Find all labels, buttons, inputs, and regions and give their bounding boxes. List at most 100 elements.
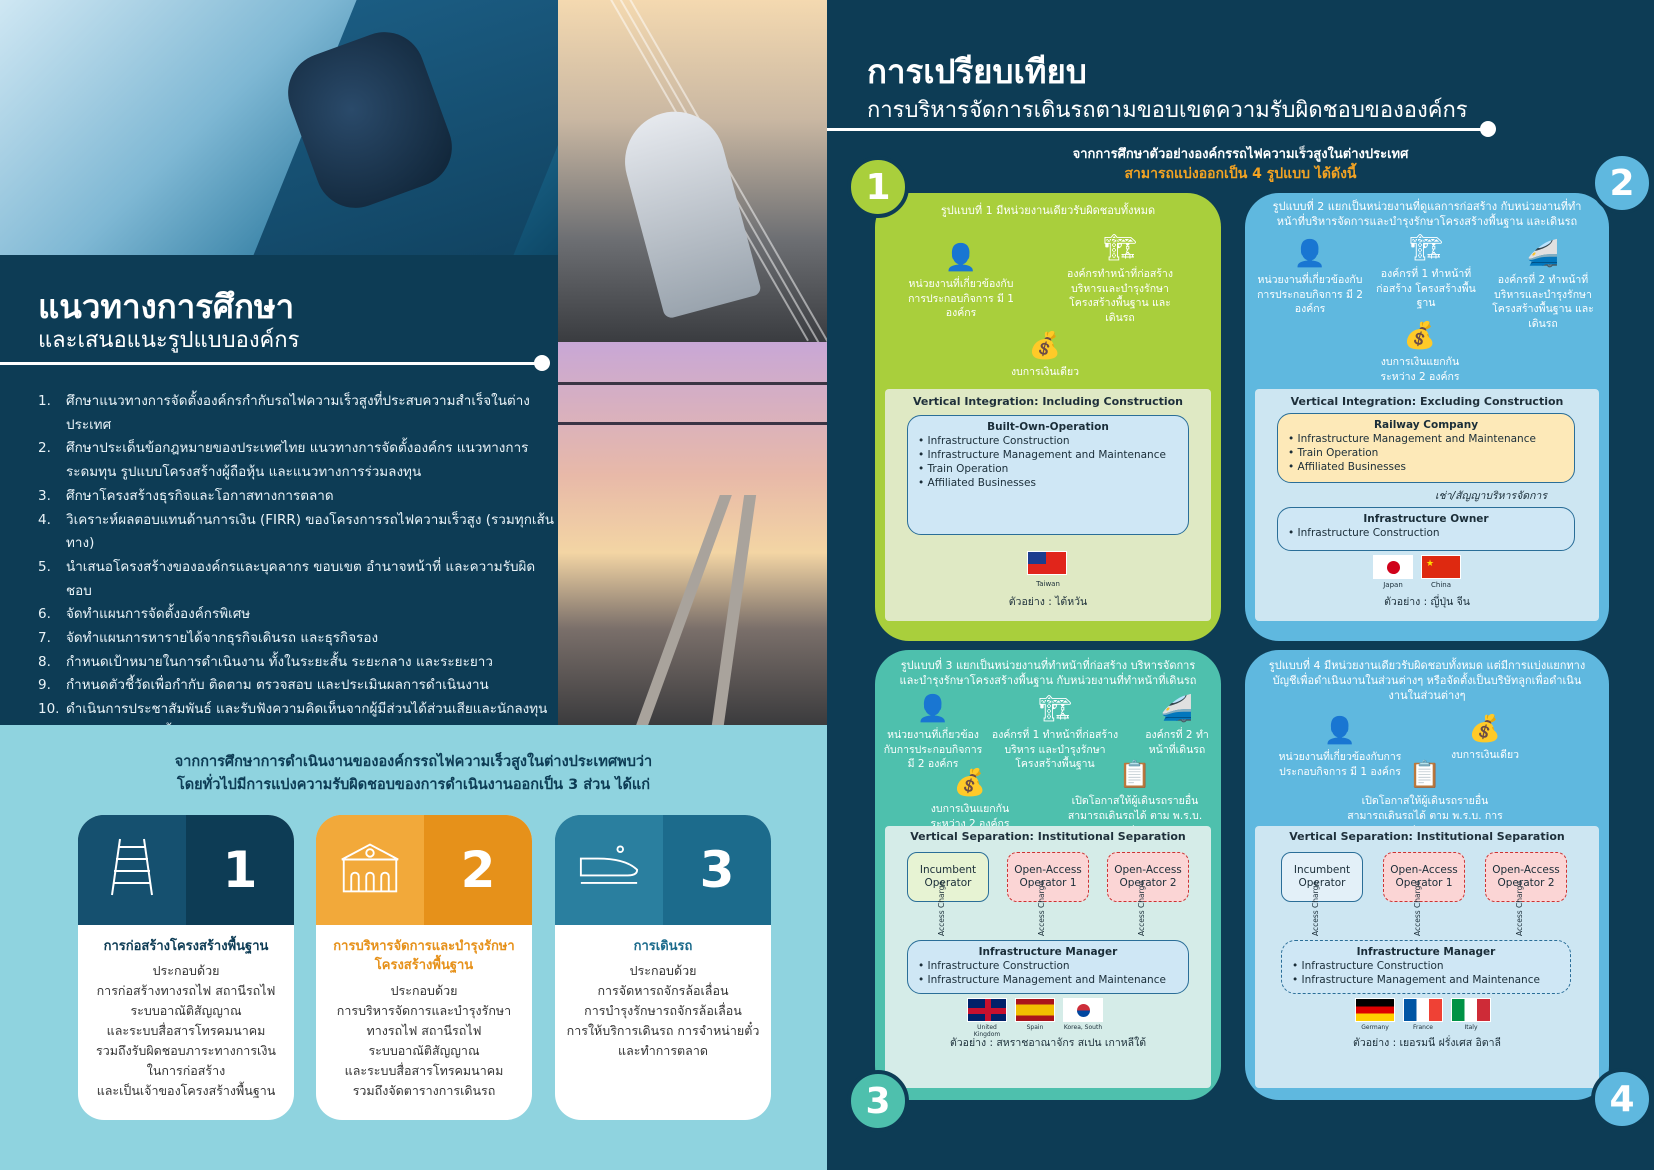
card-line: ระบบอาณัติสัญญาณ <box>130 1003 242 1018</box>
model-number: 1 <box>847 156 909 218</box>
entity: 💰งบการเงินแยกกัน ระหว่าง 2 องค์กร <box>915 768 1025 831</box>
person-icon: 👤 <box>1323 716 1357 746</box>
card-operation: 3 การเดินรถ ประกอบด้วย การจัดหารถจักรล้อ… <box>555 815 771 1120</box>
card-line: ประกอบด้วย <box>152 963 220 978</box>
document-icon: 📋 <box>1118 760 1152 790</box>
study-title: แนวทางการศึกษา <box>38 287 295 326</box>
railway-tracks-photo <box>558 342 827 725</box>
building-crane-icon: 🏗 <box>1038 694 1072 724</box>
comparison-title: การเปรียบเทียบ <box>867 52 1087 91</box>
business-tablet-photo <box>0 0 558 255</box>
open-access-operator-box: Open-Access Operator 2 <box>1107 852 1189 902</box>
card-number: 3 <box>699 841 735 899</box>
entity: 🚄องค์กรที่ 2 ทำหน้าที่เดินรถ <box>1137 694 1217 757</box>
comparison-subtitle: การบริหารจัดการเดินรถตามขอบเขตความรับผิด… <box>867 98 1468 123</box>
comparison-intro: จากการศึกษาตัวอย่างองค์กรรถไฟความเร็วสูง… <box>1072 147 1409 162</box>
taiwan-flag-icon <box>1027 551 1067 575</box>
spain-flag-icon <box>1015 998 1055 1022</box>
flag-country-name: Taiwan <box>1036 580 1060 588</box>
railway-company-box: Railway Company Infrastructure Managemen… <box>1277 413 1575 483</box>
flag-country-name: Spain <box>1026 1024 1044 1031</box>
model-2-panel: รูปแบบที่ 2 แยกเป็นหน่วยงานที่ดูแลการก่อ… <box>1245 193 1609 641</box>
list-item: 2.ศึกษาประเด็นข้อกฎหมายของประเทศไทย แนวท… <box>38 440 529 481</box>
card-line: การก่อสร้างทางรถไฟ สถานีรถไฟ <box>96 983 276 998</box>
access-charge-label: Access Charge <box>1311 881 1320 936</box>
list-item: 1.ศึกษาแนวทางการจัดตั้งองค์กรกำกับรถไฟคว… <box>38 393 530 433</box>
person-icon: 👤 <box>944 243 978 273</box>
intro-line-1: จากการศึกษาการดำเนินงานขององค์กรรถไฟความ… <box>174 754 653 770</box>
card-line: และระบบสื่อสารโทรคมนาคม <box>344 1063 504 1078</box>
model-number: 3 <box>847 1070 909 1132</box>
money-bag-icon: 💰 <box>1403 321 1437 351</box>
card-line: การบำรุงรักษารถจักรล้อเลื่อน <box>584 1003 742 1018</box>
model-label: รูปแบบที่ 3 แยกเป็นหน่วยงานที่ทำหน้าที่ก… <box>899 659 1197 687</box>
flag-country-name: United Kingdom <box>973 1024 1001 1038</box>
model-diagram: Vertical Integration: Including Construc… <box>885 389 1211 621</box>
list-item: 7.จัดทำแผนการหารายได้จากธุรกิจเดินรถ และ… <box>38 630 379 647</box>
card-title: การก่อสร้างโครงสร้างพื้นฐาน <box>103 939 269 954</box>
card-line: การบริหารจัดการและบำรุงรักษา <box>336 1003 512 1018</box>
access-charge-label: Access Charge <box>937 881 946 936</box>
model-diagram: Vertical Separation: Institutional Separ… <box>885 826 1211 1088</box>
bo-box: Built-Own-Operation Infrastructure Const… <box>907 415 1189 535</box>
access-charge-label: Access Charge <box>1515 881 1524 936</box>
person-icon: 👤 <box>916 694 950 724</box>
title-rule <box>827 128 1487 131</box>
model-number: 4 <box>1591 1068 1653 1130</box>
example-flags <box>967 998 1103 1022</box>
model-diagram: Vertical Integration: Excluding Construc… <box>1255 389 1599 621</box>
model-4-panel: รูปแบบที่ 4 มีหน่วยงานเดียวรับผิดชอบทั้ง… <box>1245 650 1609 1100</box>
model-diagram: Vertical Separation: Institutional Separ… <box>1255 826 1599 1088</box>
rail-track-icon <box>102 837 162 897</box>
card-line: และระบบสื่อสารโทรคมนาคม <box>106 1023 266 1038</box>
example-flags: ★ <box>1373 555 1461 579</box>
entity: 💰งบการเงินเดียว <box>1435 714 1535 763</box>
responsibility-section: จากการศึกษาการดำเนินงานขององค์กรรถไฟความ… <box>0 725 827 1170</box>
incumbent-operator-box: Incumbent Operator <box>1281 852 1363 902</box>
train-icon <box>579 837 639 897</box>
example-caption: ตัวอย่าง : ไต้หวัน <box>1008 596 1088 608</box>
japan-flag-icon <box>1373 555 1413 579</box>
list-item: 8.กำหนดเป้าหมายในการดำเนินงาน ทั้งในระยะ… <box>38 653 493 670</box>
china-flag-icon: ★ <box>1421 555 1461 579</box>
access-charge-label: Access Charge <box>1413 881 1422 936</box>
station-icon <box>340 837 400 897</box>
model-label: รูปแบบที่ 1 มีหน่วยงานเดียวรับผิดชอบทั้ง… <box>940 204 1156 217</box>
korea-flag-icon <box>1063 998 1103 1022</box>
intro-line-2: โดยทั่วไปมีการแบ่งความรับผิดชอบของการดำเ… <box>176 777 651 793</box>
person-icon: 👤 <box>1293 239 1327 269</box>
flag-country-name: Italy <box>1464 1024 1478 1031</box>
train-icon: 🚄 <box>1160 694 1194 724</box>
card-line: ทางรถไฟ สถานีรถไฟ <box>366 1023 482 1038</box>
card-line: การให้บริการเดินรถ การจำหน่ายตั๋ว <box>566 1023 760 1038</box>
card-title: การเดินรถ <box>633 939 693 954</box>
entity: 💰งบการเงินเดียว <box>995 331 1095 380</box>
entity: 👤หน่วยงานที่เกี่ยวข้องกับการประกอบกิจการ… <box>1255 239 1365 317</box>
building-crane-icon: 🏗 <box>1409 233 1443 263</box>
entity: 🏗องค์กรทำหน้าที่ก่อสร้าง บริหารและบำรุงร… <box>1055 233 1185 325</box>
card-line: รวมถึงรับผิดชอบภาระทางการเงิน <box>96 1043 276 1058</box>
model-3-panel: รูปแบบที่ 3 แยกเป็นหน่วยงานที่ทำหน้าที่ก… <box>875 650 1221 1100</box>
left-page: แนวทางการศึกษา และเสนอแนะรูปแบบองค์กร 1.… <box>0 0 827 1170</box>
money-bag-icon: 💰 <box>953 768 987 798</box>
flag-country-name: Germany <box>1361 1024 1389 1031</box>
study-list: 1.ศึกษาแนวทางการจัดตั้งองค์กรกำกับรถไฟคว… <box>38 390 558 746</box>
incumbent-operator-box: Incumbent Operator <box>907 852 989 902</box>
uk-flag-icon <box>967 998 1007 1022</box>
building-crane-icon: 🏗 <box>1103 233 1137 263</box>
list-item: 3.ศึกษาโครงสร้างธุรกิจและโอกาสทางการตลาด <box>38 487 334 504</box>
card-line: ในการก่อสร้าง <box>146 1063 226 1078</box>
diagram-title: Vertical Separation: Institutional Separ… <box>910 830 1186 843</box>
open-access-operator-box: Open-Access Operator 1 <box>1007 852 1089 902</box>
model-label: รูปแบบที่ 4 มีหน่วยงานเดียวรับผิดชอบทั้ง… <box>1268 659 1586 702</box>
flag-country-name: Japan <box>1383 581 1403 589</box>
open-access-operator-box: Open-Access Operator 2 <box>1485 852 1567 902</box>
high-speed-train-photo <box>558 0 827 342</box>
entity: 👤หน่วยงานที่เกี่ยวข้องกับการประกอบกิจการ… <box>883 694 983 770</box>
list-item: 6.จัดทำแผนการจัดตั้งองค์กรพิเศษ <box>38 606 251 623</box>
example-caption: ตัวอย่าง : สหราชอาณาจักร สเปน เกาหลีใต้ <box>949 1037 1147 1049</box>
title-rule <box>0 362 540 365</box>
diagram-title: Vertical Integration: Including Construc… <box>912 395 1184 408</box>
train-icon: 🚄 <box>1526 239 1560 269</box>
access-charge-label: Access Charge <box>1137 881 1146 936</box>
